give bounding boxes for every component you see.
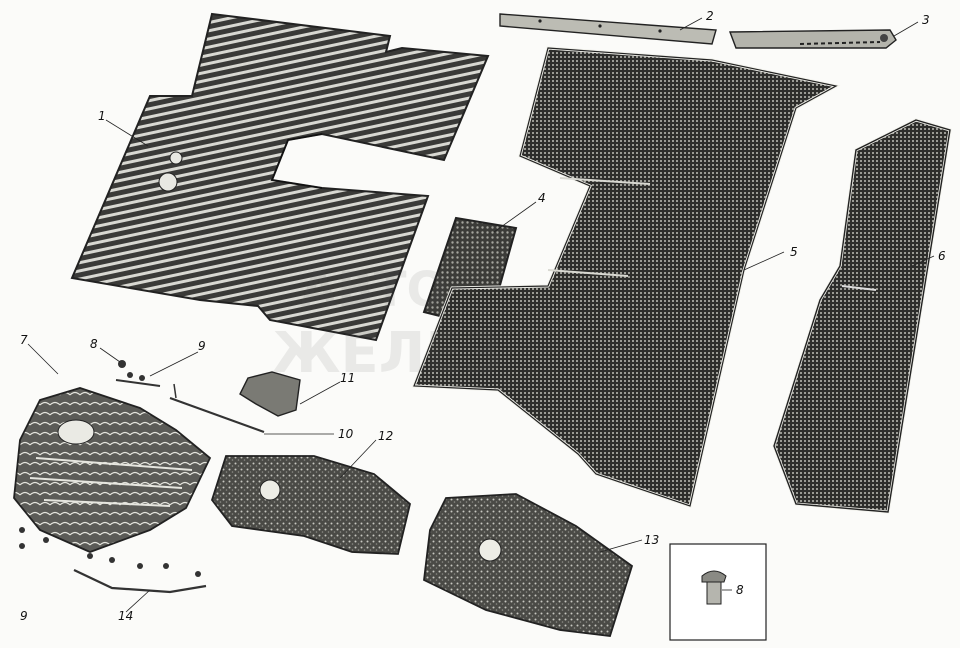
callout-2: 2 [706,9,714,23]
callout-12: 12 [378,429,393,443]
part-13-mat [423,493,634,637]
part-1-ribbed-floor-mat [70,12,490,342]
callout-13: 13 [644,533,659,547]
inset-box-screw-8 [669,543,767,641]
watermark: АВТО ЖЕЛЕЗ [272,262,503,386]
callout-10: 10 [338,427,354,441]
part-8-screw [118,360,145,381]
callout-5: 5 [790,245,798,259]
callout-3: 3 [922,13,930,27]
callout-8-inset: 8 [736,583,744,597]
part-14-strip [73,553,207,594]
loose-screws [19,527,49,549]
callout-14: 14 [118,609,133,623]
leader-lines [27,17,935,613]
callout-7: 7 [20,333,28,347]
part-12-mat [210,455,412,555]
callout-4: 4 [538,191,546,205]
callout-6: 6 [938,249,946,263]
part-6-long-mat [772,118,952,514]
part-3-strip [728,29,897,49]
watermark-line-2: ЖЕЛЕЗ [272,321,503,386]
part-5-carpet [411,46,841,508]
callout-8-top: 8 [90,337,98,351]
callout-9-top: 9 [198,339,206,353]
callout-9-bottom: 9 [20,609,28,623]
part-11-bracket [239,371,301,417]
callout-1: 1 [98,109,106,123]
watermark-line-1: АВТО [300,262,447,318]
callout-11: 11 [340,371,355,385]
part-7-mat [13,387,212,553]
part-9-strip [115,379,265,434]
part-2-strip [499,13,717,45]
